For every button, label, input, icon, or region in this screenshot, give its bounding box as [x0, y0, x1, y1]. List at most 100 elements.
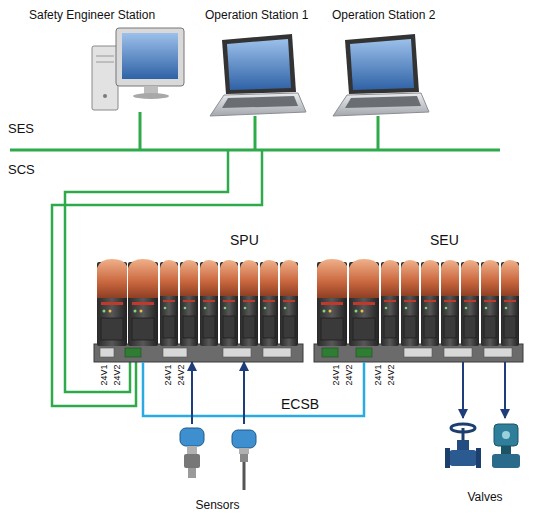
power-label: 24V2 — [177, 364, 186, 385]
io-module — [481, 260, 499, 346]
io-module — [401, 260, 419, 346]
terminal-block — [125, 348, 141, 357]
terminal-block — [444, 348, 472, 357]
laptop-lid — [345, 34, 419, 94]
terminal-block — [263, 348, 291, 357]
power-label: 24V1 — [100, 364, 109, 385]
transmitter-neck — [187, 446, 197, 454]
signal-arrow — [191, 362, 193, 424]
signal-arrow — [462, 362, 464, 418]
power-module — [97, 259, 127, 346]
field-device-group: Valves — [440, 418, 530, 504]
terminal-block — [356, 348, 372, 357]
node-label: SEU — [430, 232, 459, 249]
network-label: SES — [8, 122, 34, 135]
valve-body — [492, 454, 520, 468]
bus-drop — [377, 116, 380, 150]
power-label: 24V1 — [164, 364, 173, 385]
actuator — [494, 424, 518, 446]
scs-wires — [52, 150, 262, 406]
io-module — [280, 260, 298, 346]
field-device-group: Sensors — [170, 424, 265, 512]
power-label: 24V2 — [387, 364, 396, 385]
valve-body — [449, 450, 477, 466]
base-plate — [94, 344, 303, 362]
monitor-stand — [144, 86, 158, 94]
power-label: 24V2 — [113, 364, 122, 385]
flange — [445, 448, 450, 468]
temperature-transmitter — [232, 430, 256, 490]
power-button — [103, 94, 107, 98]
laptop-lid — [222, 34, 296, 94]
actuator-knob — [502, 431, 510, 439]
gate-valve — [445, 424, 481, 468]
io-module — [461, 260, 479, 346]
ses-bus — [10, 112, 500, 150]
node-label: Operation Station 1 — [205, 8, 308, 22]
transmitter-body — [184, 454, 200, 468]
controller-rack: SPU — [92, 232, 304, 362]
signal-arrow — [504, 362, 506, 418]
monitor — [116, 28, 184, 86]
screen — [227, 39, 291, 90]
flange — [476, 448, 481, 468]
node-label: Safety Engineer Station — [29, 8, 155, 22]
node-label: Valves — [467, 490, 502, 504]
io-module — [260, 260, 278, 346]
screen — [122, 33, 178, 79]
terminal-block — [223, 348, 251, 357]
desktop-computer — [92, 28, 184, 110]
transmitter-head — [232, 430, 256, 448]
station-icon: Operation Station 1 — [203, 8, 315, 116]
pressure-transmitter — [180, 428, 204, 478]
station-icon: Operation Station 2 — [330, 8, 442, 116]
node-label: Sensors — [195, 498, 239, 512]
tower — [92, 46, 118, 110]
terminal-block — [484, 348, 512, 357]
station-icon: Safety Engineer Station — [25, 8, 185, 112]
io-module — [220, 260, 238, 346]
io-module — [441, 260, 459, 346]
node-label: SPU — [230, 232, 259, 249]
terminal-block — [100, 348, 114, 357]
process-fitting — [188, 468, 196, 478]
laptop-base — [333, 93, 429, 116]
actuated-valve — [492, 424, 520, 468]
bus-label: ECSB — [279, 397, 321, 412]
keyboard — [345, 96, 421, 108]
transmitter-body — [240, 454, 248, 462]
yoke — [501, 446, 511, 454]
power-label: 24V2 — [345, 364, 354, 385]
terminal-block — [163, 348, 187, 357]
network-label: SCS — [8, 163, 35, 176]
screen — [350, 39, 414, 90]
transmitter-neck — [239, 448, 249, 454]
transmitter-head — [180, 428, 204, 446]
signal-arrow — [243, 362, 245, 424]
io-module — [501, 260, 519, 346]
controller-rack: SEU — [312, 232, 526, 362]
monitor-foot — [133, 93, 169, 99]
drive-slot — [96, 62, 114, 63]
bus-connector — [143, 362, 364, 416]
io-module — [180, 260, 198, 346]
io-module — [421, 260, 439, 346]
power-module — [317, 259, 347, 346]
drive-slot — [96, 56, 114, 57]
laptop — [333, 34, 429, 116]
io-module — [200, 260, 218, 346]
base-plate — [314, 344, 523, 362]
keyboard — [222, 96, 298, 108]
laptop-base — [210, 93, 306, 116]
scs-wire — [52, 150, 262, 406]
spu-rack — [94, 259, 303, 362]
bus-drop — [139, 112, 142, 150]
power-module — [128, 259, 158, 346]
terminal-block — [404, 348, 432, 357]
valve-stem — [462, 428, 465, 441]
seu-rack — [314, 259, 523, 362]
